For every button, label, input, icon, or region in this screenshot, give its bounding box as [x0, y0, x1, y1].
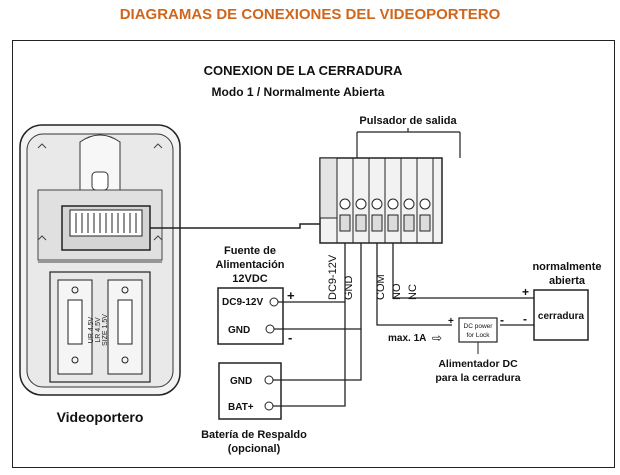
battery-gnd-label: GND — [230, 376, 252, 387]
dc-lock-power-plus: + — [448, 316, 454, 327]
lock-title-2: abierta — [549, 275, 586, 287]
svg-text:SIZE 1.5V: SIZE 1.5V — [102, 314, 109, 346]
dc-lock-power-caption-2: para la cerradura — [435, 372, 520, 384]
power-supply-dc-label: DC9-12V — [222, 297, 263, 308]
lock-box: cerradura — [533, 289, 589, 341]
power-supply-box: DC9-12V GND — [217, 287, 284, 345]
device-cable — [150, 223, 320, 229]
current-label: max. 1A — [388, 333, 426, 344]
section-title: CONEXION DE LA CERRADURA — [204, 63, 403, 78]
power-supply-plus: + — [287, 288, 295, 303]
power-supply-title-2: Alimentación — [215, 259, 284, 271]
power-supply-minus: - — [288, 330, 292, 345]
dc-lock-power-minus: - — [500, 313, 504, 327]
wires — [273, 243, 534, 407]
dc-lock-power-line1: DC power — [464, 323, 494, 330]
dc-lock-power-caption-1: Alimentador DC — [438, 358, 518, 370]
lock-box-label: cerradura — [538, 311, 585, 322]
terminal-label-no: NO — [391, 283, 403, 300]
current-arrow-icon: ⇨ — [432, 331, 442, 345]
battery-holder-text: LR 4.5V — [95, 317, 102, 343]
terminal-block — [319, 157, 443, 244]
dc-lock-power-box: DC power for Lock — [458, 317, 498, 343]
videoportero-device: LR 4.5V SIZE 1.5V UR 4.5V — [19, 124, 181, 396]
videoportero-label: Videoportero — [57, 409, 144, 425]
svg-text:UR 4.5V: UR 4.5V — [88, 316, 95, 343]
page-title: DIAGRAMAS DE CONEXIONES DEL VIDEOPORTERO — [119, 6, 501, 23]
terminal-label-dc: DC9-12V — [327, 254, 339, 300]
terminal-label-gnd: GND — [343, 276, 355, 301]
battery-bat-label: BAT+ — [228, 402, 254, 413]
power-supply-gnd-label: GND — [228, 325, 250, 336]
battery-title-2: (opcional) — [228, 443, 281, 455]
diagram-frame — [12, 40, 615, 468]
terminal-label-nc: NC — [407, 284, 419, 300]
dc-lock-power-line2: for Lock — [466, 332, 490, 339]
lock-minus: - — [523, 312, 527, 326]
lock-plus: + — [522, 285, 529, 299]
terminal-label-com: COM — [375, 274, 387, 300]
mode-title: Modo 1 / Normalmente Abierta — [212, 85, 385, 99]
backup-battery-box: GND BAT+ — [218, 362, 282, 420]
exit-button-label: Pulsador de salida — [359, 115, 457, 127]
lock-title-1: normalmente — [532, 261, 601, 273]
power-supply-title-3: 12VDC — [232, 273, 268, 285]
exit-button-bracket — [356, 128, 461, 158]
battery-title-1: Batería de Respaldo — [201, 429, 307, 441]
power-supply-title-1: Fuente de — [224, 245, 276, 257]
